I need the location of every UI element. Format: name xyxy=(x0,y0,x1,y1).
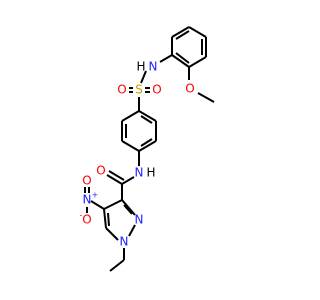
bond xyxy=(140,115,153,124)
bond xyxy=(140,70,147,84)
atom-h-sulfonamide: H xyxy=(136,60,145,74)
bond xyxy=(188,26,207,38)
atom-n-pyrazole-1: N xyxy=(120,235,129,249)
bond xyxy=(121,140,140,152)
bond xyxy=(138,140,157,152)
bond xyxy=(121,110,140,122)
bond xyxy=(140,138,153,147)
charge-plus: + xyxy=(92,191,99,200)
charge-minus: - xyxy=(80,211,83,220)
bond xyxy=(171,26,190,38)
bond xyxy=(175,30,190,40)
atom-n-amide: N xyxy=(135,166,144,180)
bond xyxy=(105,227,119,241)
bond xyxy=(103,208,107,229)
bond xyxy=(159,54,173,63)
atom-o-nitro-bottom: O xyxy=(82,213,91,227)
molecule-structure-diagram: N H O S O O N H O N + O O - N N xyxy=(80,26,215,272)
bond xyxy=(138,110,157,122)
atom-h-amide: H xyxy=(146,166,155,180)
bond xyxy=(103,199,123,210)
bond xyxy=(121,199,136,216)
bond xyxy=(197,92,215,103)
atom-n-nitro: N xyxy=(83,193,92,207)
atom-o-carbonyl: O xyxy=(96,164,105,178)
atom-o-sulfonyl-right: O xyxy=(152,83,161,97)
bond xyxy=(107,212,110,227)
bond xyxy=(121,176,135,185)
atom-o-nitro-top: O xyxy=(82,174,91,188)
bond xyxy=(175,52,190,64)
atom-n-sulfonamide: N xyxy=(149,60,158,74)
atom-n-pyrazole-2: N xyxy=(135,213,144,227)
bond-layer xyxy=(84,26,215,272)
atom-s: S xyxy=(135,83,143,97)
atom-o-sulfonyl-left: O xyxy=(117,83,126,97)
bond xyxy=(171,54,190,68)
bond xyxy=(188,56,207,68)
atom-o-methoxy: O xyxy=(185,82,194,96)
atom-label-layer: N H O S O O N H O N + O O - N N xyxy=(80,60,195,249)
bond xyxy=(109,259,125,272)
bond xyxy=(123,204,133,215)
bond xyxy=(90,200,105,210)
bond xyxy=(128,224,136,237)
bond xyxy=(108,170,125,181)
bond xyxy=(106,174,123,185)
